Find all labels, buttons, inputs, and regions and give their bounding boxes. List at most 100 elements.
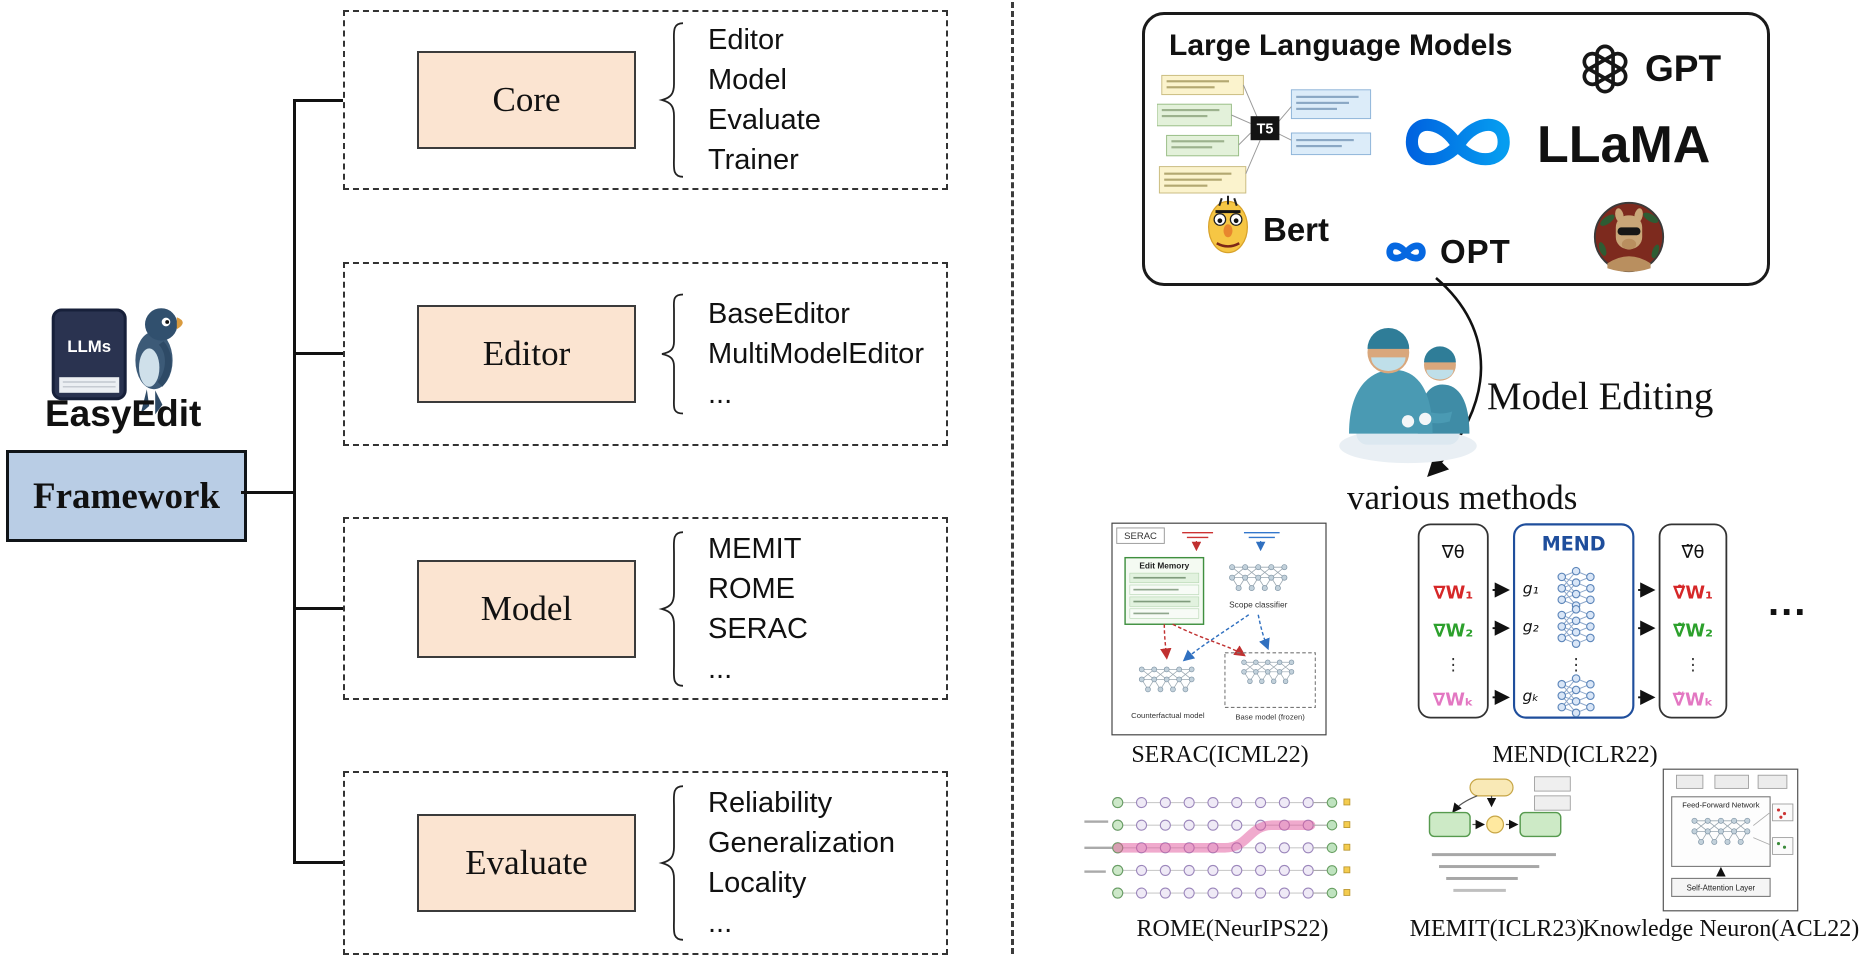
gpt-icon	[1582, 44, 1628, 94]
mend-title: MEND	[1542, 534, 1606, 556]
mend-gk: gₖ	[1523, 687, 1539, 705]
mend-tilde-wk: ∇̃Wₖ	[1673, 690, 1714, 711]
llm-box: Large Language Models T5	[1142, 12, 1770, 286]
mend-tilde-w1: ∇̃W₁	[1673, 582, 1713, 603]
surgeons-illustration	[1339, 327, 1477, 464]
meta-icon	[1393, 101, 1528, 183]
bert-label: Bert	[1263, 211, 1330, 248]
group-core: Core Editor Model Evaluate Trainer	[343, 10, 948, 190]
list-item: Generalization	[708, 827, 895, 859]
list-item: BaseEditor	[708, 298, 850, 330]
editor-box-label: Editor	[482, 334, 571, 373]
list-item: Model	[708, 64, 787, 96]
t5-label: T5	[1257, 122, 1274, 138]
methods-ellipsis: ...	[1768, 580, 1808, 624]
model-box-label: Model	[480, 588, 573, 628]
serac-thumbnail: SERAC Edit Memory Scope classifier Count…	[1111, 522, 1327, 736]
kn-attn-label: Self-Attention Layer	[1687, 883, 1756, 892]
list-item: Reliability	[708, 787, 833, 819]
llama-label: LLaMA	[1537, 116, 1711, 174]
model-box: Model	[417, 559, 636, 658]
list-item: ...	[708, 907, 733, 939]
list-item: ...	[708, 652, 733, 685]
mend-grad-w1: ∇W₁	[1433, 582, 1473, 603]
list-item: SERAC	[708, 612, 808, 645]
serac-edit-memory-label: Edit Memory	[1139, 560, 1189, 570]
mend-tilde-theta: ∇̃θ	[1681, 542, 1705, 563]
evaluate-box: Evaluate	[417, 814, 636, 912]
evaluate-box-label: Evaluate	[465, 843, 588, 882]
opt-meta-icon	[1383, 237, 1431, 267]
brace	[656, 292, 686, 416]
opt-label: OPT	[1440, 233, 1511, 270]
list-item: Trainer	[708, 144, 799, 176]
gpt-label: GPT	[1645, 48, 1722, 89]
serac-counterfactual-label: Counterfactual model	[1131, 711, 1205, 720]
group-editor: Editor BaseEditor MultiModelEditor ...	[343, 262, 948, 446]
connector-trunk	[293, 99, 296, 864]
kn-ffn-label: Feed-Forward Network	[1682, 801, 1759, 810]
bert-icon	[1208, 195, 1248, 254]
core-box-label: Core	[492, 80, 561, 119]
list-item: MEMIT	[708, 532, 802, 565]
easyedit-logo: LLMs	[51, 308, 183, 415]
easyedit-title: EasyEdit	[45, 393, 202, 434]
evaluate-items: Reliability Generalization Locality ...	[708, 783, 895, 943]
list-item: Editor	[708, 24, 784, 56]
core-box: Core	[417, 51, 636, 149]
mend-vdots-right: ⋮	[1685, 655, 1702, 674]
mend-grad-w2: ∇W₂	[1433, 621, 1473, 642]
framework-box: Framework	[6, 450, 247, 542]
mend-grad-theta: ∇θ	[1441, 542, 1465, 563]
bird-icon	[135, 308, 183, 415]
opt-logo-group: OPT	[1383, 233, 1511, 271]
rome-caption: ROME(NeurIPS22)	[1136, 916, 1329, 942]
brace	[656, 783, 686, 943]
brace	[656, 529, 686, 689]
vicuna-icon	[1593, 201, 1665, 273]
model-items: MEMIT ROME SERAC ...	[708, 529, 808, 689]
gpt-logo-group: GPT	[1577, 41, 1721, 97]
mend-tilde-w2: ∇̃W₂	[1673, 621, 1713, 642]
brace	[656, 20, 686, 180]
memit-caption: MEMIT(ICLR23)	[1409, 916, 1585, 942]
connector-branch-evaluate	[293, 861, 343, 864]
t5-diagram-thumbnail: T5	[1157, 74, 1372, 194]
list-item: ROME	[708, 572, 795, 605]
list-item: ...	[708, 378, 733, 410]
mend-grad-wk: ∇Wₖ	[1433, 690, 1474, 711]
editor-box: Editor	[417, 305, 636, 403]
section-divider	[1011, 2, 1014, 954]
llm-box-title: Large Language Models	[1169, 29, 1513, 62]
serac-scope-classifier-label: Scope classifier	[1229, 600, 1287, 610]
serac-tag: SERAC	[1124, 531, 1157, 542]
mend-thumbnail: ∇θ ∇W₁ ∇W₂ ⋮ ∇Wₖ MEND g₁ g₂ gₖ ⋮ ∇̃θ ∇̃W…	[1417, 523, 1728, 719]
book-icon	[51, 308, 127, 401]
various-methods-label: various methods	[1347, 478, 1578, 517]
core-items: Editor Model Evaluate Trainer	[708, 20, 821, 180]
mend-caption: MEND(ICLR22)	[1492, 742, 1658, 768]
mend-g2: g₂	[1523, 618, 1539, 636]
editor-items: BaseEditor MultiModelEditor ...	[708, 294, 924, 414]
serac-base-model-label: Base model (frozen)	[1235, 712, 1305, 721]
group-evaluate: Evaluate Reliability Generalization Loca…	[343, 771, 948, 955]
mend-g1: g₁	[1523, 580, 1539, 598]
mend-vdots-left: ⋮	[1445, 655, 1462, 674]
model-editing-label: Model Editing	[1487, 375, 1714, 418]
rome-thumbnail	[1084, 796, 1351, 899]
knowledge-neuron-caption: Knowledge Neuron(ACL22)	[1582, 916, 1860, 942]
connector-branch-editor	[293, 352, 343, 355]
connector-line	[241, 491, 294, 494]
group-model: Model MEMIT ROME SERAC ...	[343, 517, 948, 700]
list-item: Locality	[708, 867, 807, 899]
list-item: Evaluate	[708, 104, 821, 136]
framework-label: Framework	[33, 475, 220, 517]
connector-branch-core	[293, 99, 343, 102]
t5-box	[1250, 116, 1280, 141]
serac-caption: SERAC(ICML22)	[1131, 742, 1309, 768]
connector-branch-model	[293, 607, 343, 610]
memit-thumbnail	[1428, 776, 1571, 892]
book-label: LLMs	[67, 337, 111, 356]
mend-vdots-mid: ⋮	[1568, 655, 1585, 674]
